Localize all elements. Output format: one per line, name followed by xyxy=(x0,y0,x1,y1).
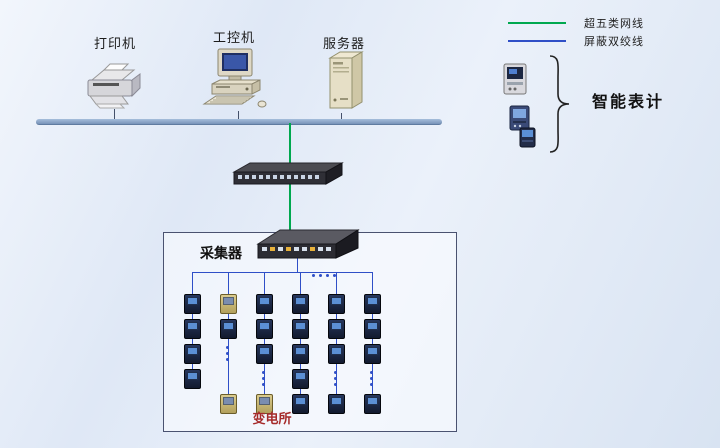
meter-icon xyxy=(364,294,381,314)
collector-label: 采集器 xyxy=(200,246,242,262)
server-drop-line xyxy=(341,113,342,120)
meter-icon xyxy=(328,294,345,314)
meter-icon xyxy=(256,394,273,414)
network-bus-line xyxy=(36,119,442,125)
substation-label: 变电所 xyxy=(252,412,292,427)
collector-icon xyxy=(252,226,364,264)
smart-meter-icon xyxy=(502,62,530,98)
ellipsis-dots xyxy=(226,346,229,361)
meter-icon xyxy=(256,344,273,364)
server-label: 服务器 xyxy=(323,37,366,52)
meter-icon xyxy=(220,394,237,414)
legend-item-cat5: 超五类网线 xyxy=(508,15,644,31)
pc-drop-line xyxy=(238,111,239,120)
meter-icon xyxy=(364,344,381,364)
meter-icon xyxy=(256,294,273,314)
ellipsis-dots xyxy=(334,371,337,386)
meter-icon xyxy=(292,294,309,314)
meter-icon xyxy=(292,369,309,389)
meter-icon xyxy=(184,344,201,364)
substation-box xyxy=(163,232,457,432)
legend-label-twisted-pair: 屏蔽双绞线 xyxy=(584,35,644,48)
meter-icon xyxy=(220,294,237,314)
meter-icon xyxy=(328,394,345,414)
wire-collector-stub xyxy=(297,258,298,272)
meter-icon xyxy=(256,319,273,339)
meter-icon xyxy=(364,319,381,339)
switch-icon xyxy=(230,160,346,190)
industrial-pc-icon xyxy=(202,48,274,114)
meter-icon xyxy=(328,319,345,339)
server-icon xyxy=(322,50,370,116)
meter-icon xyxy=(328,344,345,364)
cat5-line-icon xyxy=(508,22,566,24)
legend-item-twisted-pair: 屏蔽双绞线 xyxy=(508,33,644,49)
ellipsis-dots xyxy=(370,371,373,386)
smart-meters-label: 智能表计 xyxy=(592,92,665,111)
cat5-backbone-line xyxy=(289,123,291,247)
ellipsis-dots xyxy=(262,371,265,386)
meter-icon xyxy=(292,394,309,414)
meter-icon xyxy=(184,369,201,389)
meter-icon xyxy=(184,294,201,314)
wire-horizontal xyxy=(192,272,372,273)
industrial-pc-label: 工控机 xyxy=(213,31,256,46)
printer-label: 打印机 xyxy=(94,37,137,52)
ellipsis-dots xyxy=(312,274,336,277)
twisted-pair-line-icon xyxy=(508,40,566,42)
meter-icon xyxy=(184,319,201,339)
meter-icon xyxy=(292,344,309,364)
printer-drop-line xyxy=(114,109,115,120)
meter-icon xyxy=(364,394,381,414)
legend-label-cat5: 超五类网线 xyxy=(584,17,644,30)
printer-icon xyxy=(84,62,146,112)
meter-icon xyxy=(292,319,309,339)
meter-icon xyxy=(220,319,237,339)
brace-icon xyxy=(546,54,572,154)
smart-meter-icon xyxy=(518,126,538,150)
